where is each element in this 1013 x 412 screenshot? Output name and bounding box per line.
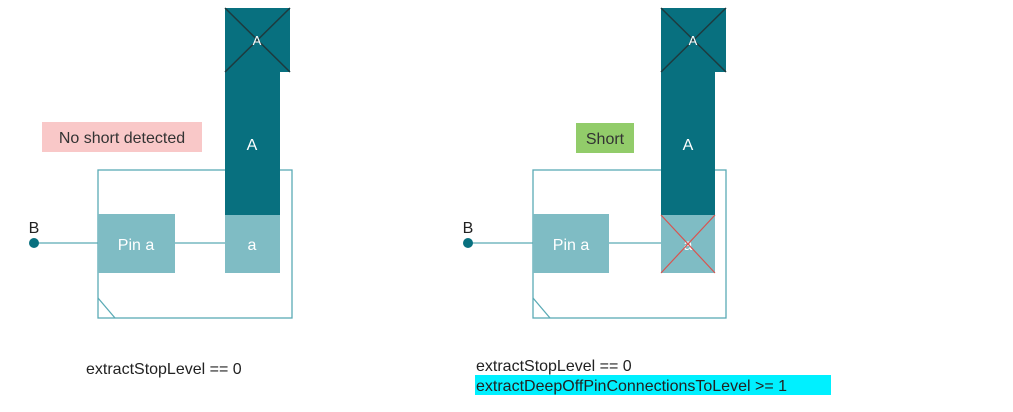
right-diagram: Short A A a B Pin a extractStopLevel == … [463, 7, 831, 395]
pin-label: Pin a [118, 237, 155, 254]
net-b-dot [29, 238, 39, 248]
condition-1: extractStopLevel == 0 [86, 361, 242, 378]
net-b-label: B [463, 220, 474, 237]
shape-label-bottom: a [684, 237, 693, 254]
shape-a-dark [225, 8, 290, 215]
cell-corner-mark [532, 297, 551, 319]
net-b-label: B [29, 220, 40, 237]
status-text: Short [586, 131, 625, 148]
shape-label-bottom: a [248, 237, 257, 254]
net-b-dot [463, 238, 473, 248]
status-badge [42, 122, 202, 152]
top-cross-2 [224, 7, 291, 73]
condition-1: extractStopLevel == 0 [476, 358, 632, 375]
left-diagram: No short detected A A a B Pin a extractS… [29, 7, 293, 378]
top-marker: A [689, 33, 698, 48]
top-cross-2 [660, 7, 727, 73]
condition-2: extractDeepOffPinConnectionsToLevel >= 1 [476, 378, 787, 395]
pin-box [533, 214, 609, 273]
status-text: No short detected [59, 130, 185, 147]
pin-box [98, 214, 175, 273]
cell-corner-mark [97, 297, 116, 319]
condition-2-highlight [475, 375, 831, 395]
status-badge [576, 123, 634, 153]
shape-label-top: A [683, 137, 694, 154]
shape-label-top: A [247, 137, 258, 154]
pin-label: Pin a [553, 237, 590, 254]
top-marker: A [253, 33, 262, 48]
shape-a-dark [661, 8, 726, 215]
shape-a-pin [225, 215, 280, 273]
short-cross-2 [660, 214, 716, 274]
